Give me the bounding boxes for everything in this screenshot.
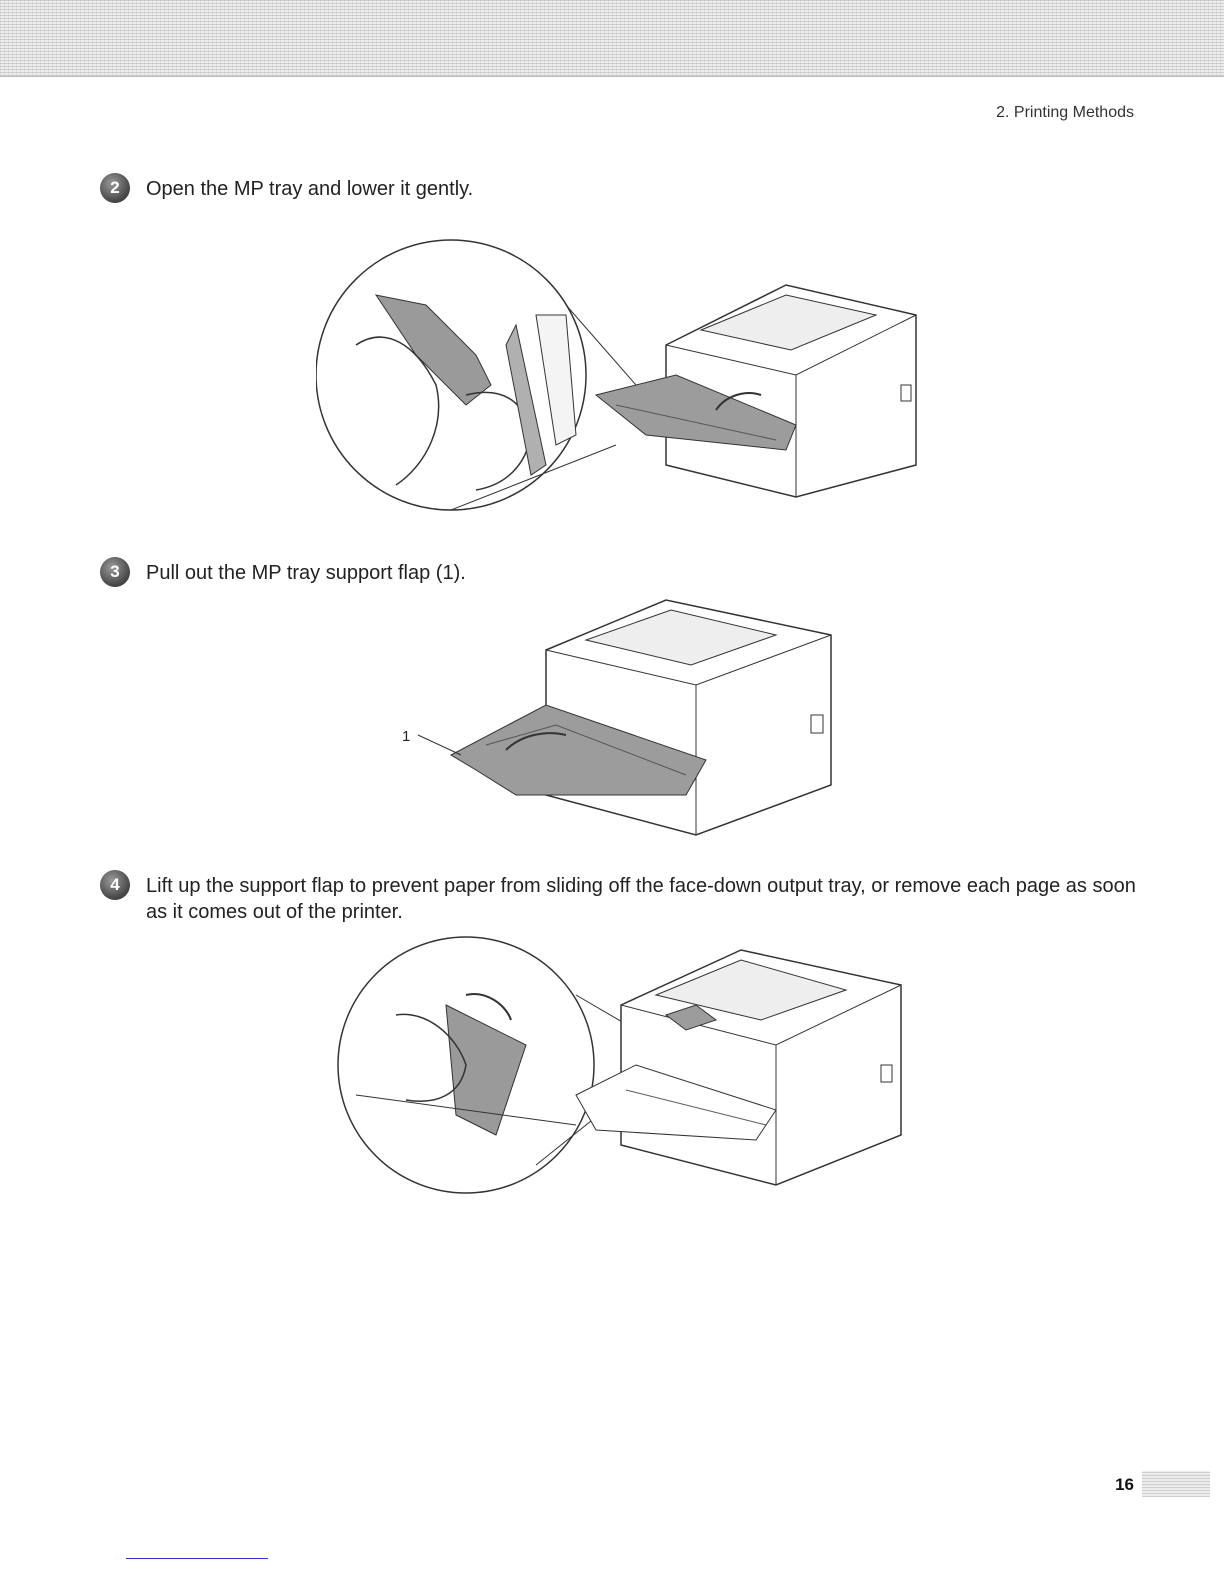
figure-pull-support-flap: 1 xyxy=(396,595,836,845)
printer-open-tray-illustration xyxy=(316,235,926,525)
figure-lift-support-flap xyxy=(336,935,906,1195)
printer-support-flap-illustration: 1 xyxy=(396,595,836,845)
header-band xyxy=(0,0,1224,77)
figure-open-mp-tray xyxy=(316,235,926,525)
callout-1: 1 xyxy=(402,728,410,745)
section-title: 2. Printing Methods xyxy=(996,104,1134,122)
step-instruction: Open the MP tray and lower it gently. xyxy=(146,176,473,202)
step-2: 2 Open the MP tray and lower it gently. xyxy=(100,176,1140,203)
step-number-badge: 4 xyxy=(100,870,130,900)
step-instruction: Lift up the support flap to prevent pape… xyxy=(146,873,1140,925)
step-instruction: Pull out the MP tray support flap (1). xyxy=(146,560,466,586)
footer-rule xyxy=(126,1558,268,1559)
page-number: 16 xyxy=(1115,1475,1134,1495)
step-4: 4 Lift up the support flap to prevent pa… xyxy=(100,873,1140,925)
step-3: 3 Pull out the MP tray support flap (1). xyxy=(100,560,1140,587)
page-tab xyxy=(1142,1471,1210,1497)
step-number-badge: 3 xyxy=(100,557,130,587)
step-number-badge: 2 xyxy=(100,173,130,203)
printer-lift-flap-illustration xyxy=(336,935,906,1195)
